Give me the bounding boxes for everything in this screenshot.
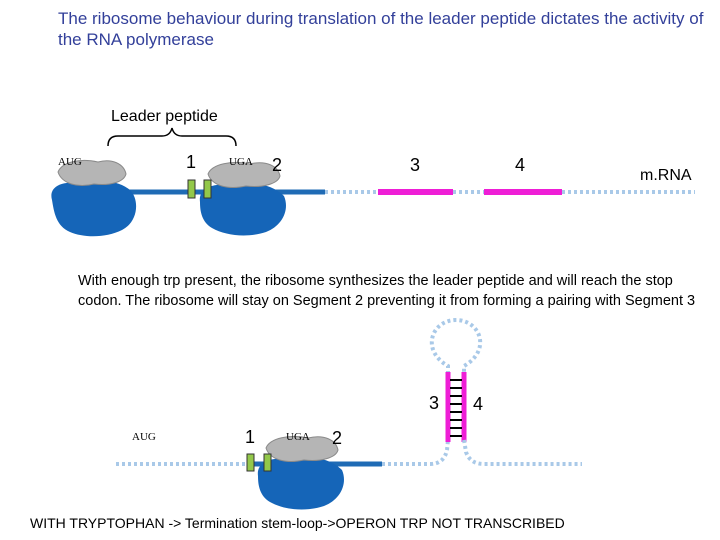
mrna-dotted-to-stem	[382, 439, 450, 466]
codon-marker-1	[187, 179, 196, 199]
codon-marker-4	[263, 453, 272, 472]
explanation-text: With enough trp present, the ribosome sy…	[78, 273, 696, 309]
codon-marker-2	[203, 179, 212, 199]
footer-caption: WITH TRYPTOPHAN -> Termination stem-loop…	[30, 515, 565, 531]
codon-marker-3	[246, 453, 255, 472]
ribosome-uga-bottom	[257, 435, 344, 510]
segment-1-label-top: 1	[186, 152, 197, 172]
stem-loop	[429, 317, 483, 380]
ribosome-uga-top	[199, 161, 286, 236]
leader-brace	[107, 127, 237, 147]
page-title: The ribosome behaviour during translatio…	[58, 9, 704, 49]
segment-4-label-bottom: 4	[473, 394, 484, 414]
segment-2-label-bottom: 2	[332, 428, 343, 448]
segment-1-label-bottom: 1	[245, 427, 256, 447]
ribosome-aug-top	[51, 159, 137, 237]
aug-label-bottom: AUG	[132, 431, 156, 443]
uga-label-bottom: UGA	[286, 431, 310, 443]
aug-label-top: AUG	[58, 156, 82, 168]
segment-3-label-top: 3	[410, 155, 421, 175]
uga-label-top: UGA	[229, 156, 253, 168]
mrna-label: m.RNA	[640, 167, 692, 184]
segment-4-label-top: 4	[515, 155, 526, 175]
segment-2-label-top: 2	[272, 155, 283, 175]
segment-3-label-bottom: 3	[429, 393, 440, 413]
mrna-dotted-bottom-right	[462, 439, 582, 466]
stem-base-pairs	[450, 379, 462, 437]
leader-peptide-label: Leader peptide	[111, 108, 218, 125]
